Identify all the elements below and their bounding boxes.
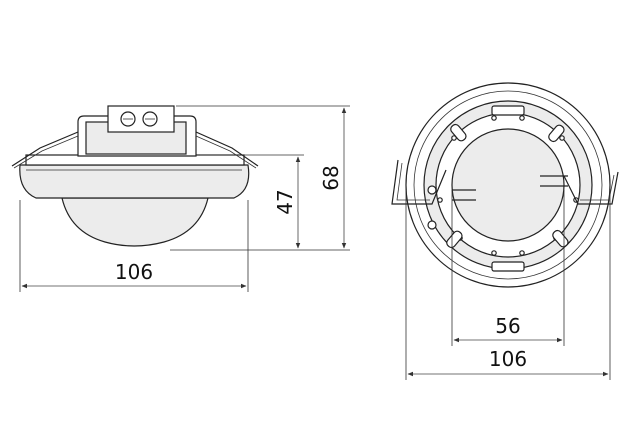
side-dimensions: 106 47 68 [19, 105, 350, 292]
slot-top [491, 105, 525, 116]
side-total-height-label: 68 [319, 165, 343, 190]
front-spring-clip-left [391, 159, 447, 205]
inner-diameter-label: 56 [495, 314, 520, 338]
outer-diameter-label: 106 [489, 347, 527, 371]
slot-bottom [491, 261, 525, 272]
inner-opening [451, 128, 565, 242]
spring-clip-left [11, 131, 79, 167]
housing-body [19, 164, 250, 199]
side-view [11, 105, 259, 247]
sensor-dome [61, 197, 209, 247]
side-body-height-label: 47 [273, 189, 297, 214]
screw-left-top [427, 185, 437, 195]
front-view [391, 82, 619, 288]
terminal-block [107, 105, 175, 133]
screw-left-bottom [427, 220, 437, 230]
front-spring-clip-right [563, 171, 619, 205]
spring-clip-right [195, 131, 259, 167]
front-dimensions: 56 106 [405, 190, 611, 380]
wire-pins [452, 175, 568, 201]
side-width-label: 106 [115, 260, 153, 284]
